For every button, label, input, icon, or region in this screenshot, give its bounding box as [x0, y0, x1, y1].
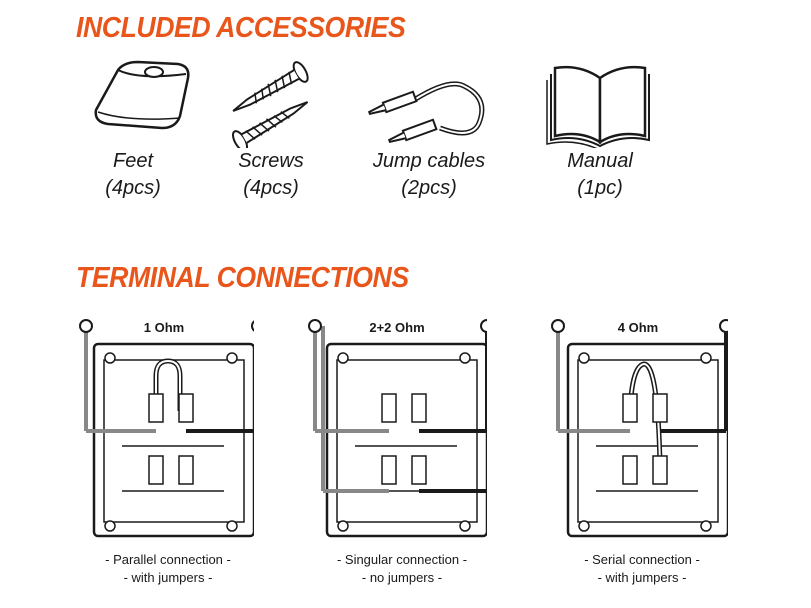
accessory-name: Manual: [567, 150, 633, 172]
accessory-qty: (4pcs): [243, 177, 299, 199]
accessory-qty: (2pcs): [401, 177, 457, 199]
ohm-label: 1 Ohm: [143, 320, 185, 335]
accessory-jump-cables: Jump cables (2pcs): [354, 48, 504, 202]
terminal-plate-drawing: [79, 319, 254, 538]
foot-icon: [94, 60, 190, 130]
accessory-name: Screws: [238, 150, 304, 172]
caption-line: - no jumpers -: [361, 570, 443, 585]
caption-serial: - Serial connection - - with jumpers -: [532, 551, 752, 587]
terminal-diagram-serial: 4 Ohm: [548, 316, 728, 546]
caption-line: - with jumpers -: [597, 570, 687, 585]
accessory-feet: Feet (4pcs): [58, 48, 208, 202]
included-accessories-heading: INCLUDED ACCESSORIES: [76, 12, 406, 44]
screws-icon: [232, 61, 309, 148]
terminal-diagram-parallel: 1 Ohm: [74, 316, 254, 546]
accessory-qty: (1pc): [577, 177, 623, 199]
accessory-manual: Manual (1pc): [525, 48, 675, 202]
manual-icon: [546, 65, 650, 148]
caption-line: - Parallel connection -: [105, 552, 231, 567]
caption-parallel: - Parallel connection - - with jumpers -: [58, 551, 278, 587]
accessory-name: Jump cables: [372, 150, 486, 172]
ohm-label: 2+2 Ohm: [369, 320, 425, 335]
caption-line: - Singular connection -: [336, 552, 468, 567]
accessory-qty: (4pcs): [105, 177, 161, 199]
caption-line: - with jumpers -: [123, 570, 213, 585]
accessory-name: Feet: [112, 150, 154, 172]
caption-singular: - Singular connection - - no jumpers -: [292, 551, 512, 587]
jump-cables-icon: [367, 81, 485, 144]
caption-line: - Serial connection -: [584, 552, 700, 567]
terminal-plate-drawing: [551, 319, 728, 538]
terminal-diagram-singular: 2+2 Ohm: [307, 316, 487, 546]
ohm-label: 4 Ohm: [617, 320, 659, 335]
accessory-screws: Screws (4pcs): [196, 48, 346, 202]
terminal-connections-heading: TERMINAL CONNECTIONS: [76, 262, 409, 294]
terminal-plate-drawing: [308, 319, 487, 538]
